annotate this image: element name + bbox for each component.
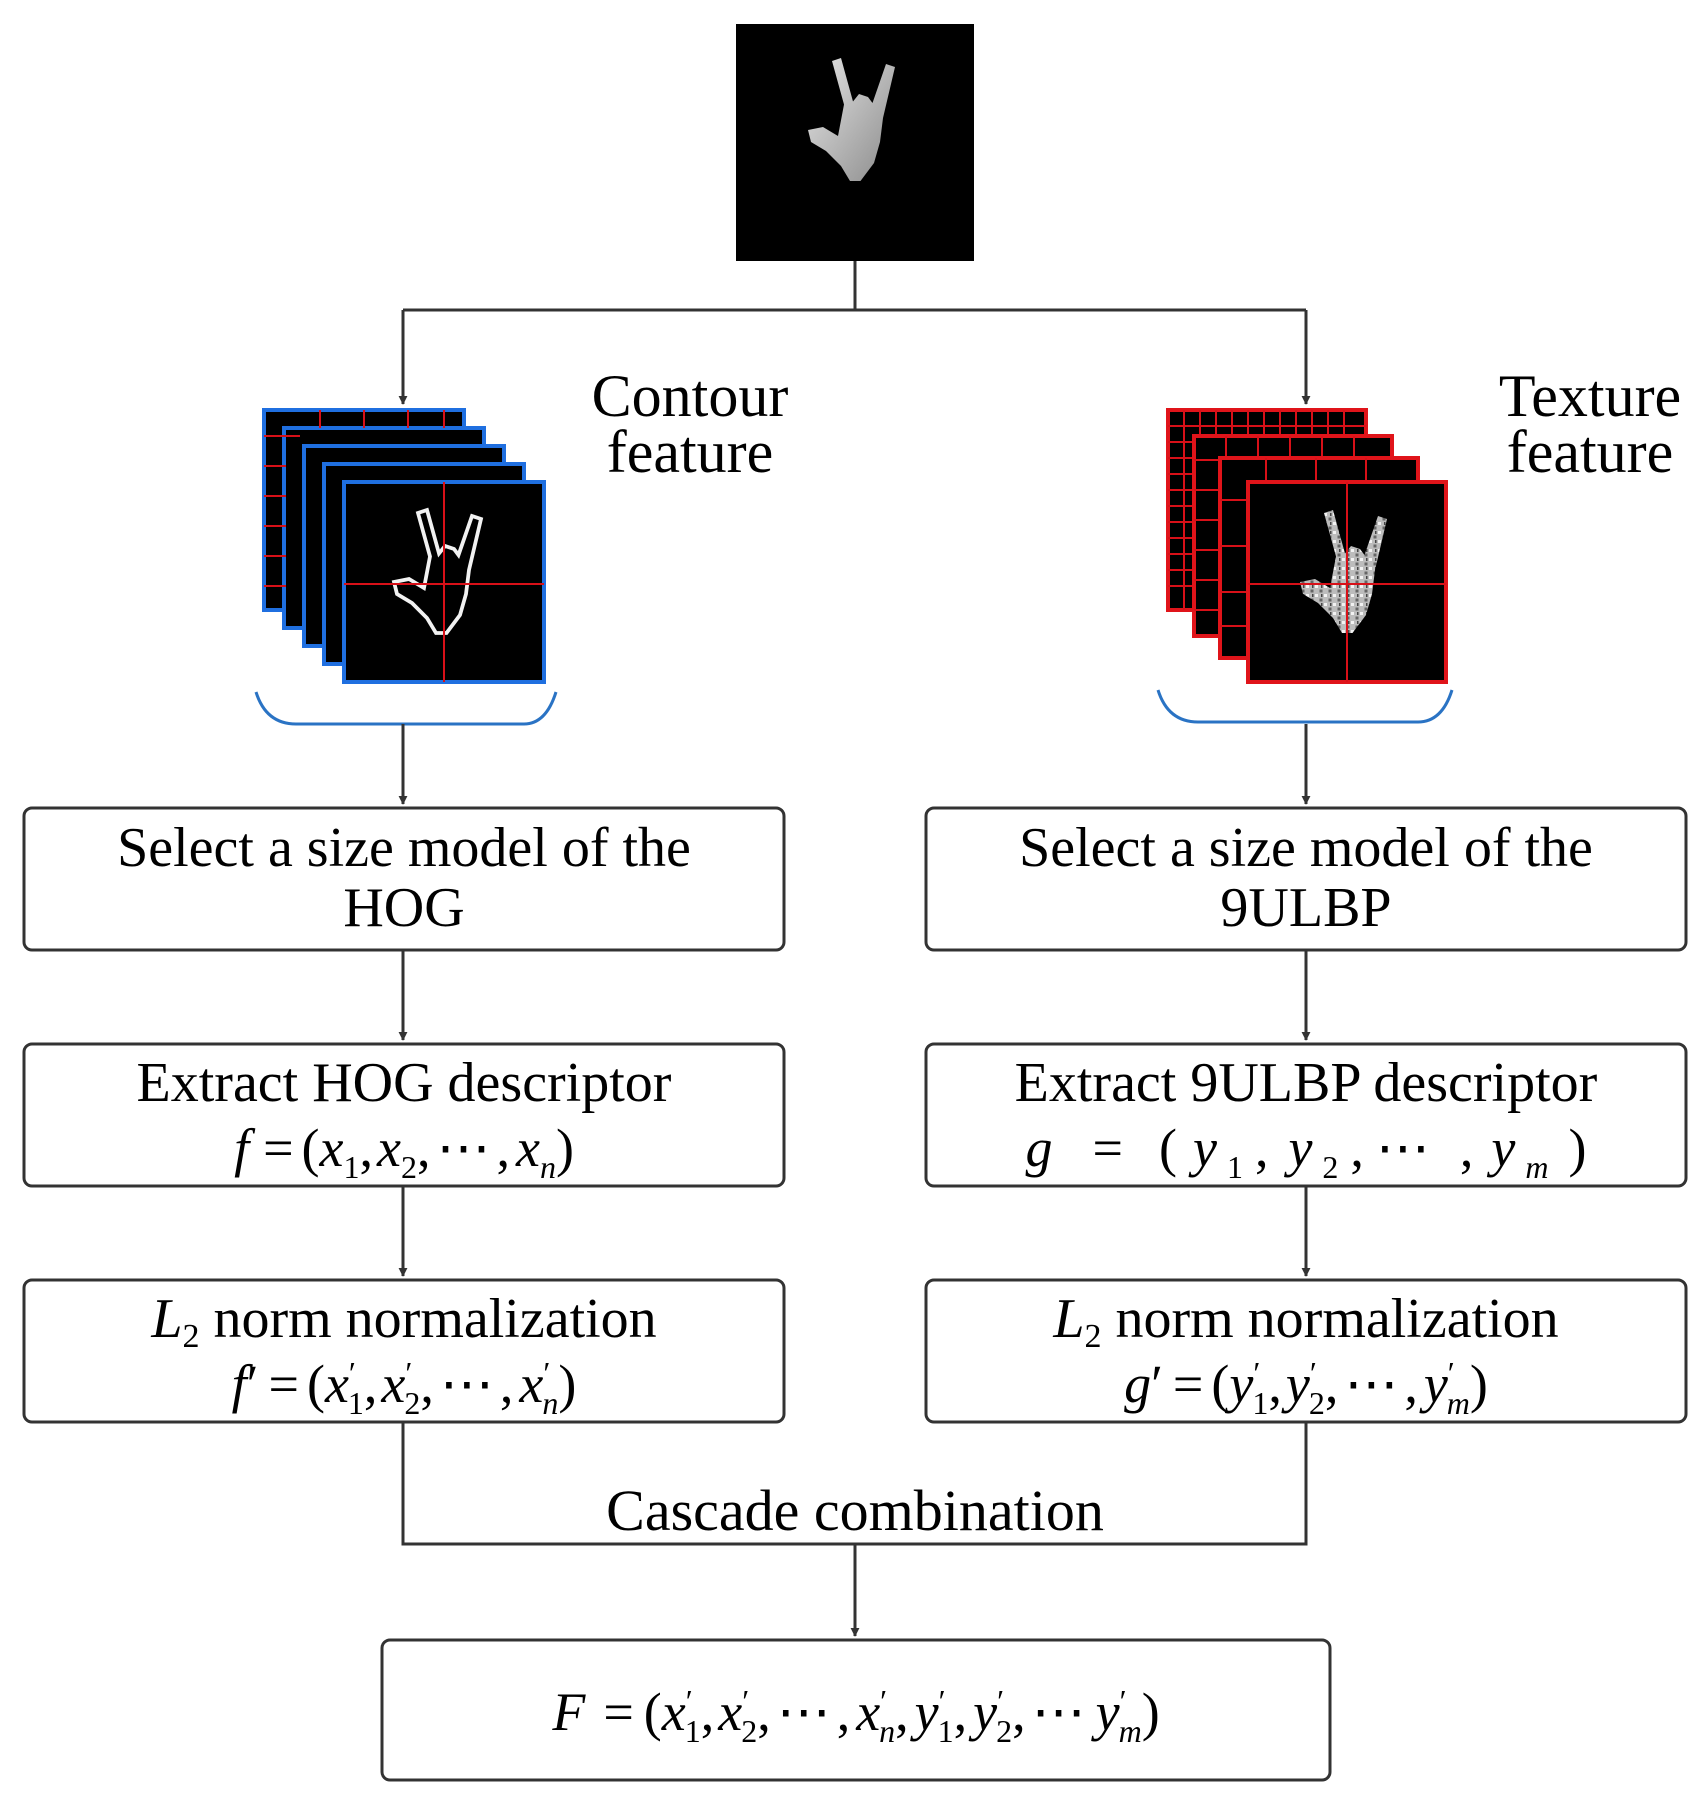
select-ulbp-line2: 9ULBP <box>1220 877 1391 939</box>
select-hog-box: Select a size model of the HOG <box>22 806 786 952</box>
select-ulbp-line1: Select a size model of the <box>1019 817 1593 879</box>
select-hog-line1: Select a size model of the <box>117 817 691 879</box>
norm-hog-title: L2 norm normalization <box>150 1288 656 1355</box>
hog-descriptor-formula: f=(x1,x2,⋯,xn) <box>234 1118 574 1185</box>
select-hog-line2: HOG <box>343 877 464 939</box>
contour-feature-label-line2: feature <box>607 419 774 485</box>
extract-ulbp-title: Extract 9ULBP descriptor <box>1015 1052 1598 1114</box>
split-connector <box>398 261 1311 405</box>
hog-bracket <box>254 691 558 726</box>
final-feature-formula: F=(x′1,x′2,⋯,x′n,y′1,y′2,⋯y′m) <box>551 1682 1159 1749</box>
cascade-connector <box>401 1422 1308 1637</box>
texture-feature-label-line2: feature <box>1507 419 1674 485</box>
stack-arrows <box>398 724 1311 805</box>
extract-hog-box: Extract HOG descriptor f=(x1,x2,⋯,xn) <box>22 1042 786 1188</box>
hog-image-stack <box>254 408 558 726</box>
select-ulbp-box: Select a size model of the 9ULBP <box>924 806 1688 952</box>
source-hand-image <box>736 24 974 261</box>
extract-hog-title: Extract HOG descriptor <box>137 1052 672 1114</box>
extract-arrows <box>398 1186 1311 1277</box>
contour-feature-label-line1: Contour <box>592 363 789 429</box>
norm-hog-box: L2 norm normalization f′=(x′1,x′2,⋯,x′n) <box>22 1278 786 1424</box>
final-feature-box: F=(x′1,x′2,⋯,x′n,y′1,y′2,⋯y′m) <box>380 1638 1332 1782</box>
cascade-combination-label: Cascade combination <box>606 1478 1104 1543</box>
norm-ulbp-title: L2 norm normalization <box>1052 1288 1558 1355</box>
select-arrows <box>398 950 1311 1041</box>
ulbp-normalized-formula: g′=(y′1,y′2,⋯,y′m) <box>1124 1354 1488 1421</box>
texture-feature-label-line1: Texture <box>1499 363 1681 429</box>
hog-normalized-formula: f′=(x′1,x′2,⋯,x′n) <box>232 1354 577 1421</box>
ulbp-image-stack <box>1156 408 1454 724</box>
norm-ulbp-box: L2 norm normalization g′=(y′1,y′2,⋯,y′m) <box>924 1278 1688 1424</box>
ulbp-bracket <box>1156 689 1454 724</box>
